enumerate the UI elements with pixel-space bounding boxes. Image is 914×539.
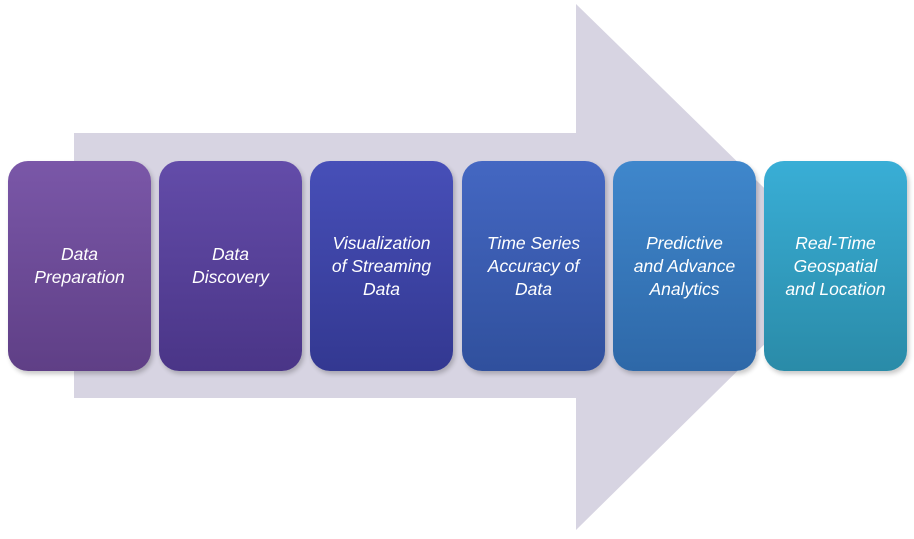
step-label: Data Discovery	[192, 244, 269, 287]
step-data-discovery: Data Discovery	[159, 161, 302, 371]
step-label: Real-Time Geospatial and Location	[785, 232, 886, 299]
step-time-series-accuracy: Time Series Accuracy of Data	[462, 161, 605, 371]
step-label: Predictive and Advance Analytics	[633, 232, 736, 299]
step-visualization-streaming: Visualization of Streaming Data	[310, 161, 453, 371]
step-label: Time Series Accuracy of Data	[486, 232, 581, 299]
step-label: Visualization of Streaming Data	[331, 232, 432, 299]
step-predictive-analytics: Predictive and Advance Analytics	[613, 161, 756, 371]
step-data-preparation: Data Preparation	[8, 161, 151, 371]
step-real-time-geospatial: Real-Time Geospatial and Location	[764, 161, 907, 371]
step-label: Data Preparation	[34, 244, 125, 287]
arrow-shape	[74, 4, 844, 530]
